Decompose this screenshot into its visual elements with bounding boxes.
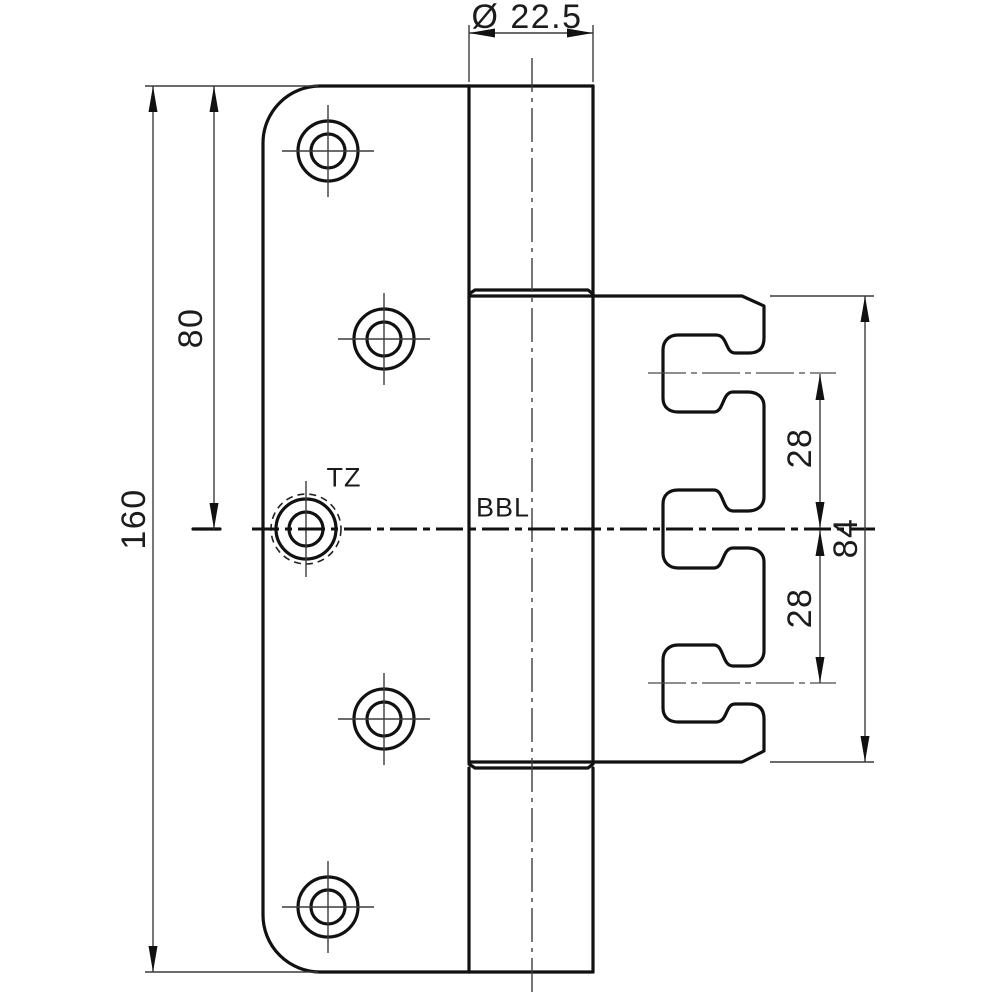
hinge-barrel	[467, 58, 595, 993]
upper-knuckle-joint	[467, 288, 595, 298]
screw-hole-bottom	[282, 861, 374, 953]
arrowhead-down	[209, 503, 219, 529]
screw-hole-lower-mid	[338, 673, 430, 765]
dimension-barrel-diameter: Ø 22.5	[468, 0, 594, 82]
dim-label-total-height: 160	[115, 488, 153, 549]
dim-label-hook-pitch-lower: 28	[781, 588, 819, 629]
arrowhead-up	[860, 296, 870, 322]
bbl-label: BBL	[476, 492, 530, 522]
arrowhead-up	[148, 86, 158, 112]
dimension-center-offset: 80	[172, 86, 219, 529]
arrowhead-down	[815, 502, 825, 528]
screw-hole-top	[282, 105, 374, 197]
arrowhead-down	[148, 946, 158, 972]
arrowhead-up	[815, 374, 825, 400]
dimension-flange-height: 84	[770, 295, 874, 763]
arrowhead-down	[815, 657, 825, 683]
frame-flange-outline	[591, 294, 836, 764]
dimension-total-height: 160	[115, 85, 318, 973]
lower-knuckle-joint	[467, 760, 595, 770]
dim-label-flange-height: 84	[827, 518, 865, 559]
arrowhead-left	[469, 28, 495, 38]
dimension-hook-pitch-lower: 28	[781, 530, 825, 683]
dim-label-barrel-diameter: Ø 22.5	[471, 0, 582, 36]
dimension-hook-pitch-upper: 28	[781, 374, 825, 528]
screw-hole-upper-mid	[338, 293, 430, 385]
arrowhead-up	[209, 86, 219, 112]
arrowhead-up	[815, 530, 825, 556]
dim-label-center-offset: 80	[172, 308, 210, 349]
dim-label-hook-pitch-upper: 28	[781, 428, 819, 469]
tz-label: TZ	[327, 462, 362, 492]
arrowhead-down	[860, 736, 870, 762]
arrowhead-right	[567, 28, 593, 38]
